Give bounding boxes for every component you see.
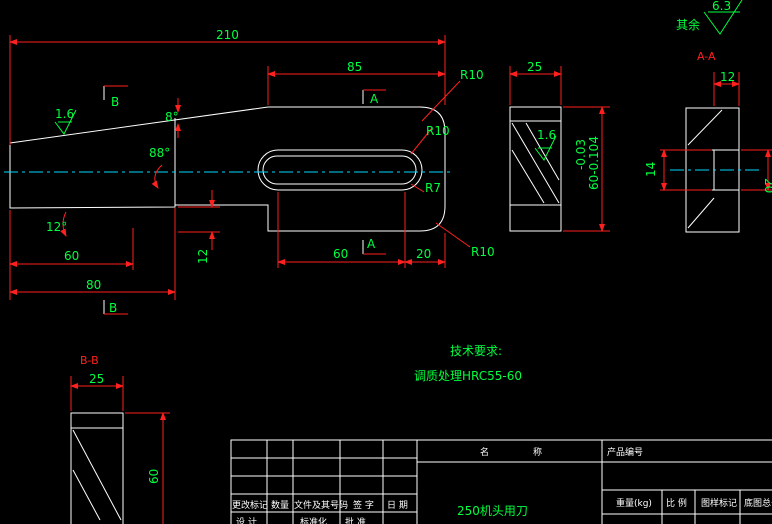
tb-rev-h4: 日 期 [387,500,408,511]
dim-20-right: 20 [416,247,431,261]
tech-line1: 调质处理HRC55-60 [414,369,522,383]
section-b-top: B [111,95,119,109]
dim-aa-14: 14 [644,162,658,177]
dim-angle-8: 8° [165,110,179,124]
tb-name-header2: 称 [533,446,542,458]
tb-rev-h2: 文件及其号码 [294,499,348,511]
aa-view: A-A 12 14 20 其余 6.3 [644,0,772,233]
tb-product-code: 产品编号 [607,446,643,458]
tb-part-name: 250机头用刀 [457,504,528,518]
dim-60-slot: 60 [333,247,348,261]
tb-scale: 比 例 [666,497,687,509]
aa-title: A-A [697,50,716,63]
dim-side-tol: -0.03 [574,139,588,170]
dim-60-left: 60 [64,249,79,263]
dim-aa-12: 12 [720,70,735,84]
dim-85: 85 [347,60,362,74]
slot-inner [262,155,417,185]
dim-side-25: 25 [527,60,542,74]
tb-row2-3: 批 准 [345,516,366,524]
main-view [4,106,452,232]
title-block: 名 称 产品编号 250机头用刀 更改标记 数量 文件及其号码 签 字 日 期 … [230,439,772,524]
dim-angle-12: 12° [46,220,67,234]
tb-drawing-mark: 图样标记 [701,497,737,509]
dim-aa-20: 20 [762,178,772,193]
dim-angle-88: 88° [149,146,170,160]
tb-rev-h3: 签 字 [353,499,374,511]
tb-weight: 重量(kg) [616,497,652,509]
tb-row2-2: 标准化 [300,516,327,524]
bb-title: B-B [80,354,99,367]
roughness-rest-value: 6.3 [712,0,731,13]
roughness-main: 1.6 [55,107,74,121]
tech-requirements: 技术要求: 调质处理HRC55-60 [414,344,522,383]
dim-side-60: 60-0.104 [587,136,601,190]
section-a-top: A [370,92,379,106]
dim-r10-top: R10 [460,68,484,82]
dim-r10-bottom: R10 [471,245,495,259]
tb-name-header: 名 [480,446,489,458]
dim-r7: R7 [425,181,441,195]
dim-12-height: 12 [196,249,210,264]
tb-row2-0: 设 计 [236,516,257,524]
dim-r10-slot: R10 [426,124,450,138]
part-outline [9,106,446,232]
section-a-bottom: A [367,237,376,251]
side-view: 25 60-0.104 -0.03 1.6 [509,60,610,232]
tb-rev-h0: 更改标记 [232,499,268,511]
tb-rev-h1: 数量 [271,499,289,511]
tb-base: 底图总号 [744,497,772,509]
slot-outer [257,149,423,191]
bb-view: B-B 25 60 [70,354,170,524]
dim-bb-60: 60 [147,469,161,484]
dim-80: 80 [86,278,101,292]
roughness-side: 1.6 [537,128,556,142]
dim-210: 210 [216,28,239,42]
tech-title: 技术要求: [450,344,502,358]
roughness-rest-label: 其余 [676,17,700,32]
dim-bb-25: 25 [89,372,104,386]
section-b-bottom: B [109,301,117,315]
section-markers: B B A A [103,85,386,315]
main-dimensions: 210 85 R10 R10 R7 R10 60 80 60 20 [9,28,495,300]
